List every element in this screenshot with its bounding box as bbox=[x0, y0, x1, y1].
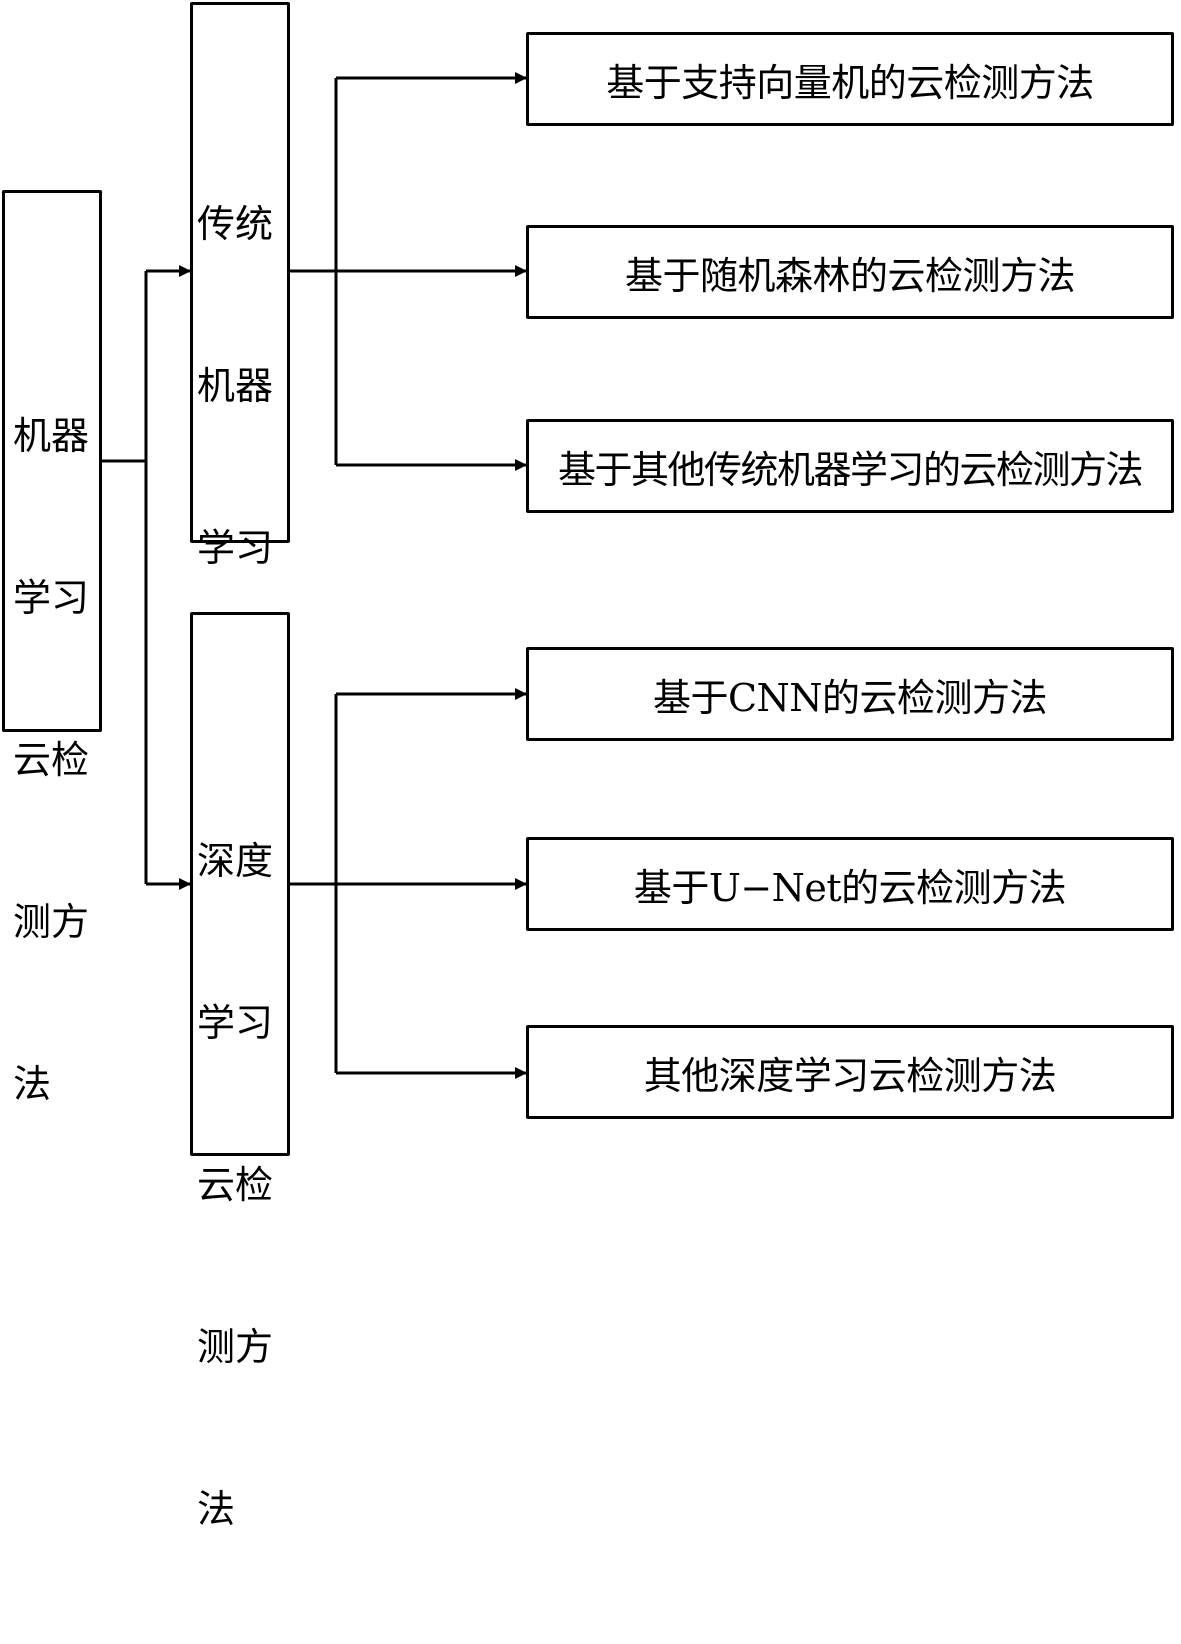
category-1-line-1: 传统 bbox=[197, 202, 274, 246]
category-1-line-2: 机器 bbox=[197, 364, 274, 408]
leaf-other-deep-learning-box: 其他深度学习云检测方法 bbox=[526, 1025, 1174, 1119]
leaf-other-traditional-label: 基于其他传统机器学习的云检测方法 bbox=[557, 447, 1144, 492]
category-2-line-5: 法 bbox=[197, 1487, 236, 1531]
leaf-unet-box: 基于U−Net的云检测方法 bbox=[526, 837, 1174, 931]
leaf-other-traditional-box: 基于其他传统机器学习的云检测方法 bbox=[526, 419, 1174, 513]
root-node-box: 机器 学习 云检 测方 法 bbox=[2, 190, 102, 1106]
category-traditional-ml-box: 传统 机器 学习 云检 测方 法 bbox=[190, 2, 290, 1056]
leaf-random-forest-box: 基于随机森林的云检测方法 bbox=[526, 225, 1174, 319]
leaf-unet-label: 基于U−Net的云检测方法 bbox=[633, 865, 1067, 910]
leaf-svm-label: 基于支持向量机的云检测方法 bbox=[606, 60, 1094, 105]
leaf-svm-box: 基于支持向量机的云检测方法 bbox=[526, 32, 1174, 126]
root-node-label: 机器 学习 云检 测方 法 bbox=[13, 301, 99, 1219]
root-line-2: 学习 bbox=[13, 576, 90, 620]
category-2-line-1: 深度 bbox=[197, 839, 274, 883]
root-line-4: 测方 bbox=[13, 900, 90, 944]
category-2-line-3: 云检 bbox=[197, 1163, 274, 1207]
category-deep-learning-box: 深度 学习 云检 测方 法 bbox=[190, 612, 290, 1531]
root-line-3: 云检 bbox=[13, 738, 90, 782]
category-2-line-4: 测方 bbox=[197, 1325, 274, 1369]
category-deep-learning-label: 深度 学习 云检 测方 法 bbox=[197, 726, 287, 1644]
connector-lines bbox=[100, 72, 527, 1079]
leaf-other-deep-learning-label: 其他深度学习云检测方法 bbox=[643, 1053, 1057, 1098]
root-line-1: 机器 bbox=[13, 414, 90, 458]
leaf-cnn-box: 基于CNN的云检测方法 bbox=[526, 647, 1174, 741]
category-1-line-3: 学习 bbox=[197, 526, 274, 570]
leaf-cnn-label: 基于CNN的云检测方法 bbox=[652, 675, 1048, 720]
root-line-5: 法 bbox=[13, 1062, 52, 1106]
leaf-random-forest-label: 基于随机森林的云检测方法 bbox=[624, 253, 1076, 298]
category-2-line-2: 学习 bbox=[197, 1001, 274, 1045]
